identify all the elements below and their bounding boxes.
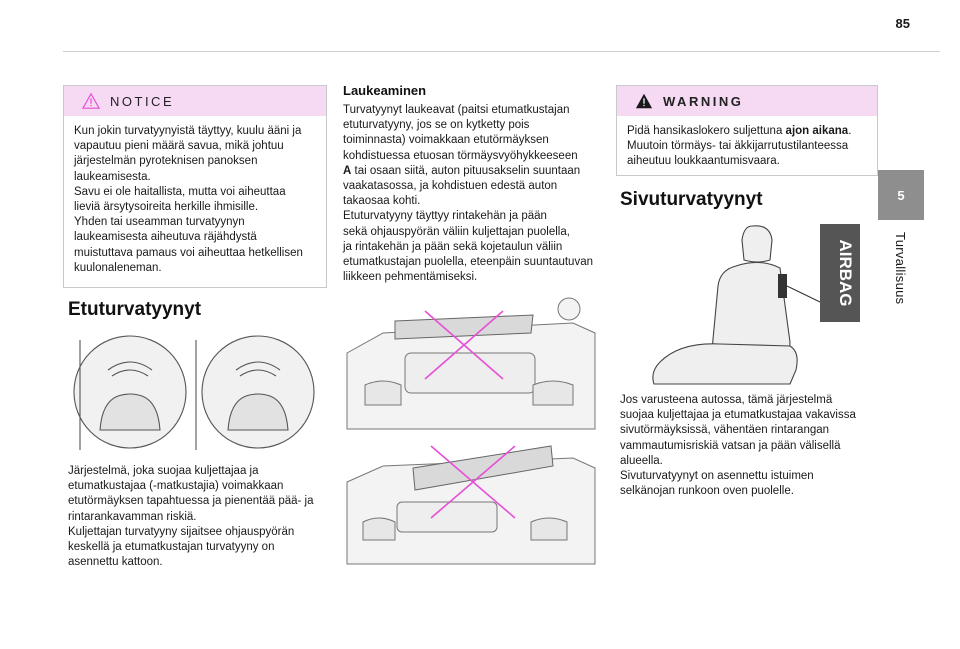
page-number: 85	[895, 16, 910, 31]
triggering-body-part1: Turvatyynyt laukeavat (paitsi etumatkust…	[343, 104, 578, 162]
front-airbags-illustration	[71, 333, 323, 457]
side-airbags-heading: Sivuturvatyynyt	[620, 189, 763, 210]
notice-header: NOTICE	[64, 86, 326, 116]
zone-label-a: A	[343, 164, 352, 177]
warning-body-part2: . Muutoin törmäys- tai äkkijarrutustilan…	[627, 125, 852, 168]
side-airbags-body: Jos varusteena autossa, tämä järjestelmä…	[620, 394, 856, 498]
airbag-badge-icon: AIRBAG	[820, 224, 860, 322]
airbag-badge-text: AIRBAG	[836, 239, 855, 306]
warning-body: Pidä hansikaslokero suljettuna ajon aika…	[617, 116, 877, 178]
dashboard-illustration-top	[343, 293, 597, 431]
dashboard-illustration-bottom	[343, 432, 597, 566]
notice-triangle-icon	[82, 92, 100, 109]
cross-line-2	[424, 310, 504, 380]
notice-title: NOTICE	[110, 93, 175, 109]
notice-box: NOTICE Kun jokin turvatyynyistä täyttyy,…	[63, 85, 327, 288]
airbag-zone-top	[394, 314, 534, 340]
warning-title: WARNING	[663, 93, 744, 109]
driver-airbag-head	[71, 333, 323, 457]
warning-triangle-icon	[635, 93, 653, 109]
side-airbag-seat-illustration: AIRBAG	[640, 222, 864, 386]
section-label: Turvallisuus	[893, 232, 908, 305]
top-divider	[63, 51, 940, 52]
side-airbag-module	[778, 274, 787, 298]
front-airbags-heading: Etuturvatyynyt	[68, 299, 202, 320]
triggering-body: Turvatyynyt laukeavat (paitsi etumatkust…	[343, 103, 605, 285]
cross-line-4	[430, 445, 516, 519]
triggering-heading: Laukeaminen	[343, 83, 427, 98]
triggering-body-part2: tai osaan siitä, auton pituusakselin suu…	[343, 164, 593, 284]
notice-body: Kun jokin turvatyynyistä täyttyy, kuulu …	[74, 125, 303, 274]
front-airbags-body: Järjestelmä, joka suojaa kuljettajaa ja …	[68, 465, 314, 569]
section-tab: 5	[878, 170, 924, 220]
warning-box: WARNING Pidä hansikaslokero suljettuna a…	[616, 85, 878, 176]
warning-body-bold: ajon aikana	[785, 125, 849, 137]
airbag-zone-bottom	[412, 445, 554, 491]
warning-header: WARNING	[617, 86, 877, 116]
warning-body-part1: Pidä hansikaslokero suljettuna	[627, 125, 786, 137]
